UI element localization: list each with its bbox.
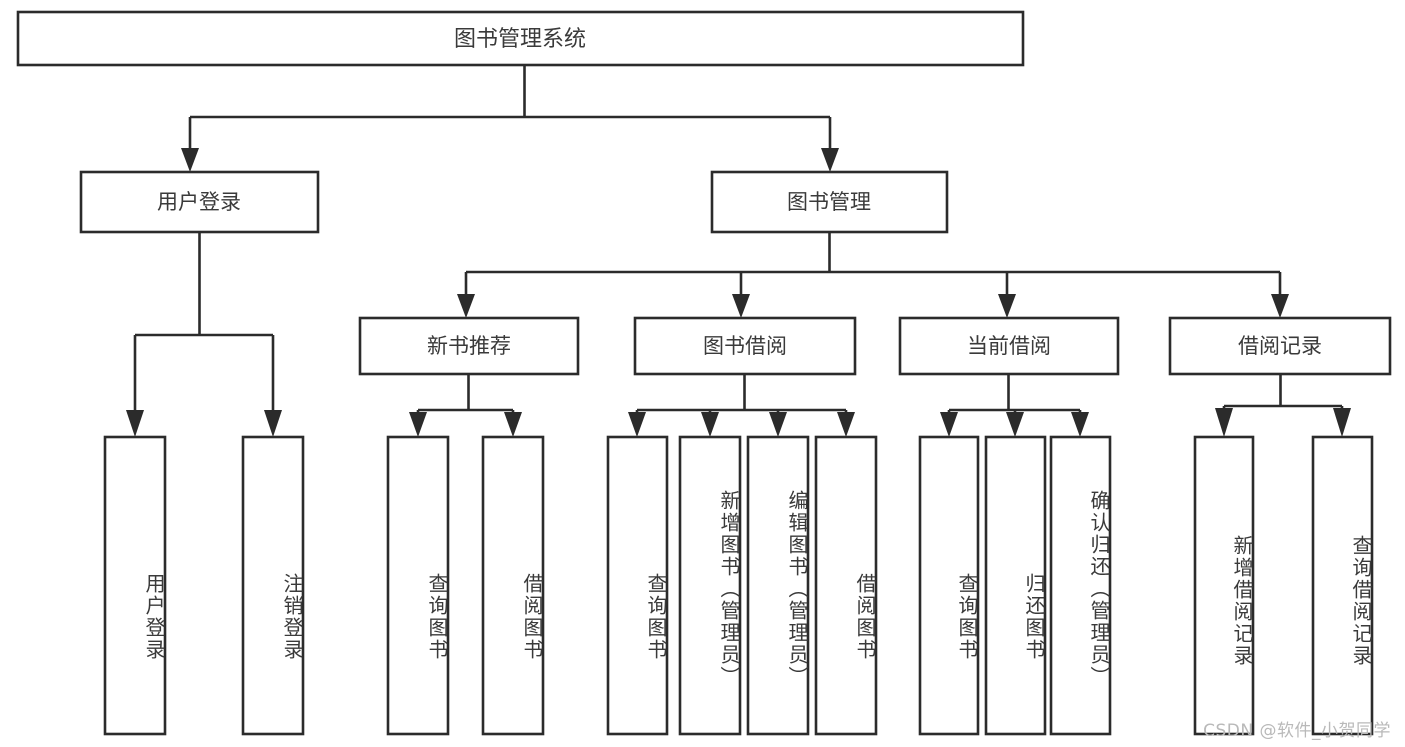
node-root-box[interactable] xyxy=(16,10,1025,67)
arrow-head-leaf-query-book-recommend xyxy=(409,412,427,437)
arrow-head-book-borrow xyxy=(732,294,750,318)
node-book-borrow-box[interactable] xyxy=(633,316,857,376)
node-current-borrow-box[interactable] xyxy=(898,316,1120,376)
leaf-add-borrow-record-box[interactable] xyxy=(1193,435,1255,736)
arrow-head-leaf-user-login xyxy=(126,410,144,437)
arrow-head-leaf-add-book-admin xyxy=(701,412,719,437)
node-borrow-record-label: 借阅记录 xyxy=(1238,334,1322,358)
node-new-book-recommend-box[interactable] xyxy=(358,316,580,376)
arrow-head-leaf-confirm-return-admin xyxy=(1071,412,1089,437)
arrow-head-new-book-recommend xyxy=(457,294,475,318)
leaf-return-book-box[interactable] xyxy=(984,435,1047,736)
arrow-head-leaf-logout xyxy=(264,410,282,437)
arrow-head-leaf-add-borrow-record xyxy=(1215,408,1233,437)
node-borrow-record[interactable]: 借阅记录 xyxy=(1168,316,1392,376)
leaf-confirm-return-admin-box[interactable] xyxy=(1049,435,1112,736)
csdn-watermark: CSDN @软件_小贺同学 xyxy=(1203,721,1391,741)
leaf-edit-book-admin-box[interactable] xyxy=(746,435,810,736)
arrow-head-leaf-query-borrow-record xyxy=(1333,408,1351,437)
leaf-borrow-book-recommend-box[interactable] xyxy=(481,435,545,736)
leaf-query-book-borrow-box[interactable] xyxy=(606,435,669,736)
node-user-login[interactable]: 用户登录 xyxy=(79,170,320,234)
node-user-login-label: 用户登录 xyxy=(157,190,241,214)
arrow-head-current-borrow xyxy=(998,294,1016,318)
connectors-group xyxy=(126,65,1351,437)
leaf-borrow-book-box[interactable] xyxy=(814,435,878,736)
leaf-logout-box[interactable] xyxy=(241,435,305,736)
arrow-head-leaf-edit-book-admin xyxy=(769,412,787,437)
arrow-head-leaf-borrow-book-recommend xyxy=(504,412,522,437)
node-book-management[interactable]: 图书管理 xyxy=(710,170,949,234)
arrow-head-leaf-return-book xyxy=(1006,412,1024,437)
arrow-head-leaf-borrow-book xyxy=(837,412,855,437)
node-new-book-recommend[interactable]: 新书推荐 xyxy=(358,316,580,376)
node-book-borrow-label: 图书借阅 xyxy=(703,334,787,358)
arrow-head-user-login xyxy=(181,148,199,172)
leaf-boxes-group xyxy=(103,435,1374,736)
arrow-head-leaf-query-book-borrow xyxy=(628,412,646,437)
arrow-head-borrow-record xyxy=(1271,294,1289,318)
leaf-add-book-admin-box[interactable] xyxy=(678,435,742,736)
node-current-borrow[interactable]: 当前借阅 xyxy=(898,316,1120,376)
leaf-query-borrow-record-box[interactable] xyxy=(1311,435,1374,736)
node-root-label: 图书管理系统 xyxy=(454,27,586,52)
node-user-login-box[interactable] xyxy=(79,170,320,234)
node-book-borrow[interactable]: 图书借阅 xyxy=(633,316,857,376)
arrow-head-leaf-query-book-current xyxy=(940,412,958,437)
node-book-management-label: 图书管理 xyxy=(787,190,871,214)
node-new-book-recommend-label: 新书推荐 xyxy=(427,334,511,358)
node-root[interactable]: 图书管理系统 xyxy=(16,10,1025,67)
arrow-head-book-management xyxy=(821,148,839,172)
leaf-query-book-current-box[interactable] xyxy=(918,435,980,736)
node-borrow-record-box[interactable] xyxy=(1168,316,1392,376)
leaf-query-book-recommend-box[interactable] xyxy=(386,435,450,736)
node-book-management-box[interactable] xyxy=(710,170,949,234)
leaf-user-login-box[interactable] xyxy=(103,435,167,736)
node-current-borrow-label: 当前借阅 xyxy=(967,334,1051,358)
